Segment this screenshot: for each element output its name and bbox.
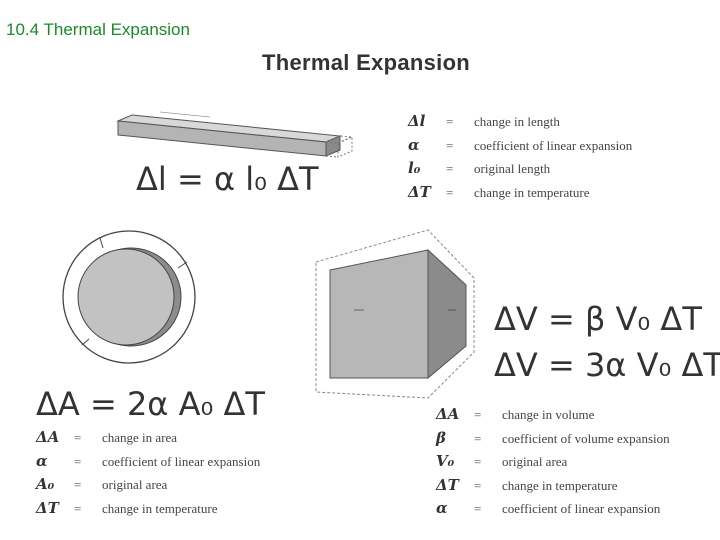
legend-description: change in temperature [102,500,218,516]
legend-row: α = coefficient of linear expansion [36,452,260,476]
cube-illustration [315,229,475,399]
legend-description: coefficient of volume expansion [502,430,670,446]
legend-equals: = [446,137,454,153]
figure-title: Thermal Expansion [262,50,471,75]
legend-symbol: V₀ [436,452,455,470]
area-legend: ΔA = change in area α = coefficient of linea… [36,428,260,522]
legend-row: l₀ = original length [408,159,632,183]
legend-row: ΔT = change in temperature [36,499,260,523]
legend-description: original length [474,161,551,176]
legend-description: coefficient of linear expansion [502,501,661,516]
area-expansion-equation: ΔA = 2α A₀ ΔT [36,385,265,423]
legend-equals: = [74,430,82,445]
legend-symbol: α [436,499,448,517]
disk-illustration [62,230,196,364]
legend-description: original area [102,477,168,492]
legend-description: change in temperature [474,184,590,200]
legend-equals: = [474,501,482,516]
legend-description: change in length [474,114,560,129]
legend-description: change in area [102,430,178,445]
legend-symbol: ΔA [436,405,460,423]
legend-symbol: α [408,135,420,154]
legend-symbol: ΔT [408,182,431,201]
legend-symbol: Δl [408,112,426,130]
legend-symbol: α [36,451,48,470]
legend-equals: = [446,114,454,129]
legend-equals: = [474,454,482,469]
legend-symbol: β [436,428,446,447]
legend-equals: = [446,184,454,200]
legend-row: Δl = change in length [408,112,632,136]
legend-row: α = coefficient of linear expansion [408,136,632,160]
linear-legend: Δl = change in length α = coefficient of lin… [408,112,632,206]
legend-equals: = [474,430,482,446]
volume-expansion-linear-equation: ΔV = 3α V₀ ΔT [494,346,720,384]
legend-symbol: l₀ [408,159,421,177]
legend-description: original area [502,454,568,469]
legend-description: change in volume [502,407,595,422]
legend-equals: = [474,477,482,493]
legend-row: V₀ = original area [436,452,670,476]
legend-row: ΔA = change in area [36,428,260,452]
legend-row: α = coefficient of linear expansion [436,499,670,523]
legend-row: A₀ = original area [36,475,260,499]
legend-row: β = coefficient of volume expansion [436,429,670,453]
legend-equals: = [474,407,482,422]
legend-equals: = [74,500,82,516]
legend-row: ΔT = change in temperature [408,183,632,207]
legend-symbol: A₀ [36,475,55,493]
rod-illustration [116,111,353,158]
legend-equals: = [446,161,454,176]
legend-symbol: ΔT [36,498,59,517]
legend-description: coefficient of linear expansion [102,453,261,469]
legend-row: ΔT = change in temperature [436,476,670,500]
volume-expansion-equation: ΔV = β V₀ ΔT [494,300,702,338]
volume-legend: ΔA = change in volume β = coefficient of vol… [436,405,670,523]
legend-equals: = [74,477,82,492]
legend-symbol: ΔA [36,428,60,446]
legend-symbol: ΔT [436,475,459,494]
legend-equals: = [74,453,82,469]
slide-title: 10.4 Thermal Expansion [6,20,190,39]
legend-description: change in temperature [502,477,618,493]
legend-description: coefficient of linear expansion [474,137,633,153]
legend-row: ΔA = change in volume [436,405,670,429]
linear-expansion-equation: Δl = α l₀ ΔT [136,160,319,198]
